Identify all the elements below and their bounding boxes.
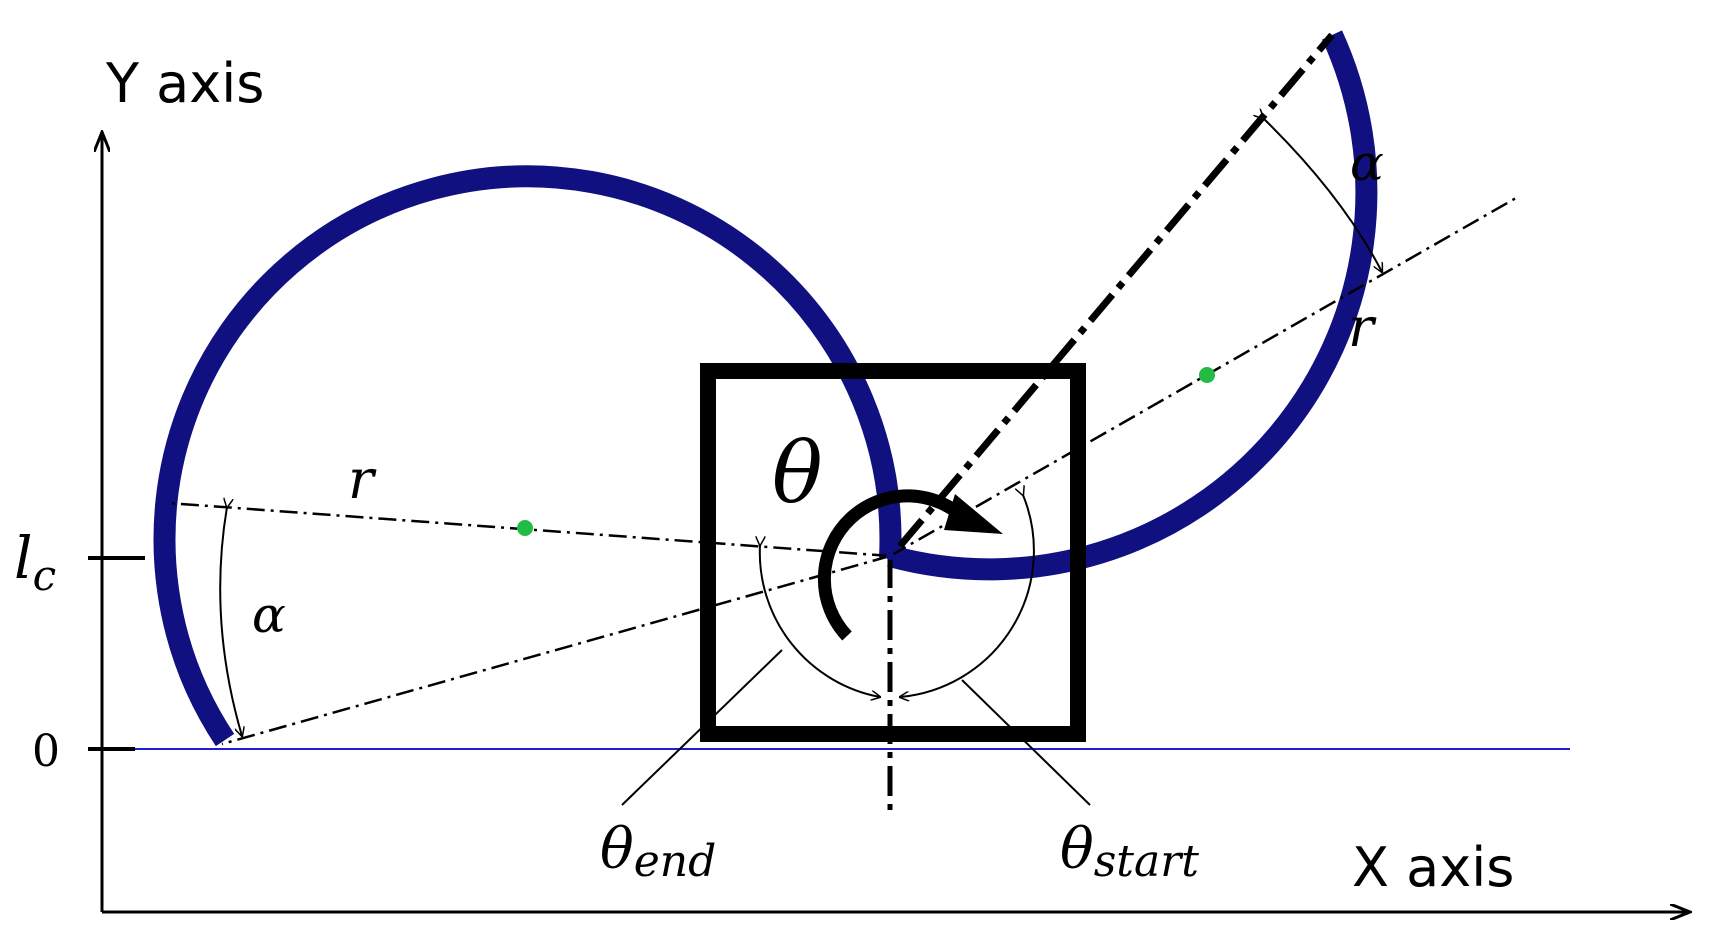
radius-left-lower <box>221 554 891 746</box>
tick-label-lc: lc <box>14 524 56 600</box>
theta-label: θ <box>772 424 823 522</box>
theta-start-arc <box>900 495 1035 697</box>
left-arc <box>153 165 902 747</box>
x-axis-label: X axis <box>1352 836 1514 899</box>
radius-left-upper <box>167 501 891 558</box>
theta-end-arc <box>760 545 880 697</box>
y-axis-label: Y axis <box>105 52 264 115</box>
alpha-left-arc <box>219 507 242 736</box>
alpha-right-arc <box>1263 118 1382 272</box>
center-square <box>700 363 1086 742</box>
theta-end-leader <box>621 649 783 806</box>
right-arc <box>887 30 1378 581</box>
radius-right-mid <box>889 196 1517 558</box>
alpha-right-label: α <box>1350 134 1384 192</box>
tick-label-zero: 0 <box>32 726 60 777</box>
theta-end-label: θend <box>600 817 716 887</box>
r-right-label: r <box>1348 296 1377 359</box>
r-left-label: r <box>348 448 377 511</box>
right-arc-center-dot <box>1199 367 1215 383</box>
theta-start-label: θstart <box>1060 817 1199 887</box>
theta-rotation-arrow <box>817 489 973 641</box>
left-arc-center-dot <box>517 520 533 536</box>
theta-rotation-arrowhead <box>944 494 1003 534</box>
pivot-dot <box>886 552 894 560</box>
alpha-left-label: α <box>252 586 286 644</box>
radius-right-upper <box>897 32 1335 549</box>
theta-start-leader <box>961 679 1091 806</box>
